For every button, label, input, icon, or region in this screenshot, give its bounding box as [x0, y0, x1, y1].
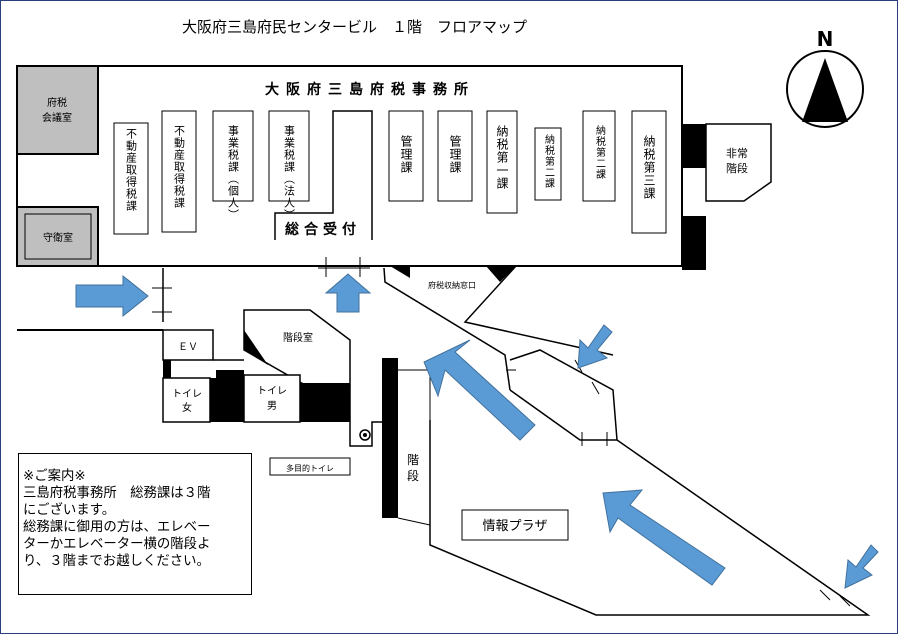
- toilet-women: [162, 377, 211, 423]
- counter-label-6: 管理課: [448, 134, 462, 174]
- notice-line-2: 三島府税事務所 総務課は３階: [23, 486, 211, 501]
- counter-box-8: [534, 127, 562, 201]
- wall-block-right: [486, 266, 516, 282]
- elevator: [162, 329, 214, 361]
- walkway-arrow-plaza: [602, 489, 726, 586]
- counter-box-4: [268, 110, 310, 202]
- entrance-room-wall: [509, 349, 618, 441]
- entrance-arrow-northeast: [577, 324, 613, 369]
- stair-wall-upper: [682, 124, 706, 168]
- multipurpose-toilet-icon-inner: [363, 433, 367, 437]
- toilet-wall-e: [300, 383, 350, 422]
- counter-label-9: 納税第二課: [594, 124, 606, 180]
- notice-line-6: り、３階までお越しください。: [23, 554, 210, 569]
- emergency-stairs-label-2: 階段: [726, 161, 748, 175]
- map-title: 大阪府三島府民センタービル １階 フロアマップ: [182, 18, 527, 36]
- counter-label-1: 不動産取得税課: [125, 128, 138, 212]
- toilet-women-label-1: トイレ: [172, 389, 202, 400]
- counter-box-7: [486, 110, 518, 214]
- entrance-arrow-west: [75, 274, 149, 318]
- counter-label-5: 管理課: [399, 134, 413, 174]
- staircase-wall: [244, 330, 268, 365]
- north-arrow-icon: [802, 58, 848, 122]
- door-mark-11: [839, 595, 851, 607]
- staircase-room-label: 階段室: [283, 331, 313, 344]
- info-plaza-box: [461, 509, 569, 541]
- toilet-men-label-1: トイレ: [257, 386, 287, 397]
- compass-label: N: [817, 27, 834, 51]
- meeting-room: [16, 65, 99, 155]
- multipurpose-wall: [349, 385, 382, 447]
- counter-label-7: 納税第一課: [495, 125, 509, 190]
- stairs-label-1: 階: [407, 452, 419, 467]
- info-plaza-label: 情報プラザ: [482, 519, 547, 534]
- counter-label-10: 納税第三課: [642, 135, 656, 200]
- toilet-wall-w: [163, 360, 171, 378]
- toilet-women-label-2: 女: [182, 401, 192, 414]
- diagonal-wall-west: [383, 267, 511, 391]
- counter-box-2: [161, 110, 197, 233]
- door-mark-7: [591, 381, 600, 395]
- stair-wall-lower: [682, 216, 706, 270]
- toilet-men: [243, 374, 301, 423]
- multipurpose-toilet-box: [269, 457, 351, 476]
- reception-counter-wall: [274, 110, 373, 240]
- multipurpose-toilet-label: 多目的トイレ: [286, 463, 334, 473]
- counter-box-10: [631, 110, 667, 234]
- emergency-stairs: [705, 123, 772, 202]
- counter-box-1: [113, 122, 149, 235]
- counter-label-2: 不動産取得税課: [173, 125, 186, 209]
- toilet-wall-m2: [216, 370, 244, 380]
- walkway-arrow-north: [423, 339, 536, 441]
- stairs-outline: [397, 369, 431, 526]
- emergency-stairs-label-1: 非常: [726, 147, 748, 160]
- wall-block-left: [390, 266, 410, 278]
- notice-line-3: にございます。: [23, 503, 116, 518]
- toilet-men-label-2: 男: [267, 400, 277, 412]
- counter-box-3: [212, 110, 254, 202]
- stairs-wall: [382, 358, 398, 518]
- notice-line-4: 総務課に御用の方は、エレベー: [23, 520, 211, 535]
- meeting-room-label-2: 会議室: [42, 111, 72, 124]
- entrance-arrow-south: [324, 273, 372, 313]
- elevator-label: ＥＶ: [178, 342, 198, 353]
- counter-label-8: 納税第二課: [543, 133, 555, 189]
- guard-room-label: 守衛室: [43, 231, 73, 244]
- guard-room: [24, 213, 92, 260]
- counter-box-5: [388, 110, 424, 202]
- counter-box-9: [582, 110, 616, 202]
- office-name: 大阪府三島府税事務所: [265, 81, 475, 98]
- stairs-label-2: 段: [407, 468, 419, 483]
- meeting-room-label-1: 府税: [47, 96, 67, 109]
- counter-label-4: 事業税課（法人）: [283, 125, 296, 221]
- compass: N: [786, 27, 864, 128]
- entrance-arrow-southeast: [844, 544, 879, 589]
- counter-box-6: [437, 110, 473, 202]
- counter-label-3: 事業税課（個人）: [227, 125, 240, 221]
- reception-label: 総合受付: [285, 221, 361, 238]
- guidance-notice: ※ご案内※ 三島府税事務所 総務課は３階 にございます。 総務課に御用の方は、エ…: [18, 453, 252, 595]
- tax-window-label: 府税収納窓口: [428, 280, 476, 290]
- notice-line-1: ※ご案内※: [23, 469, 86, 484]
- toilet-wall-m1: [210, 378, 244, 422]
- notice-line-5: ターかエレベーター横の階段よ: [23, 537, 211, 552]
- plaza-wall: [429, 420, 871, 616]
- diagonal-wall-east: [463, 265, 614, 356]
- door-mark-10: [819, 589, 831, 601]
- staircase-room: [243, 309, 351, 386]
